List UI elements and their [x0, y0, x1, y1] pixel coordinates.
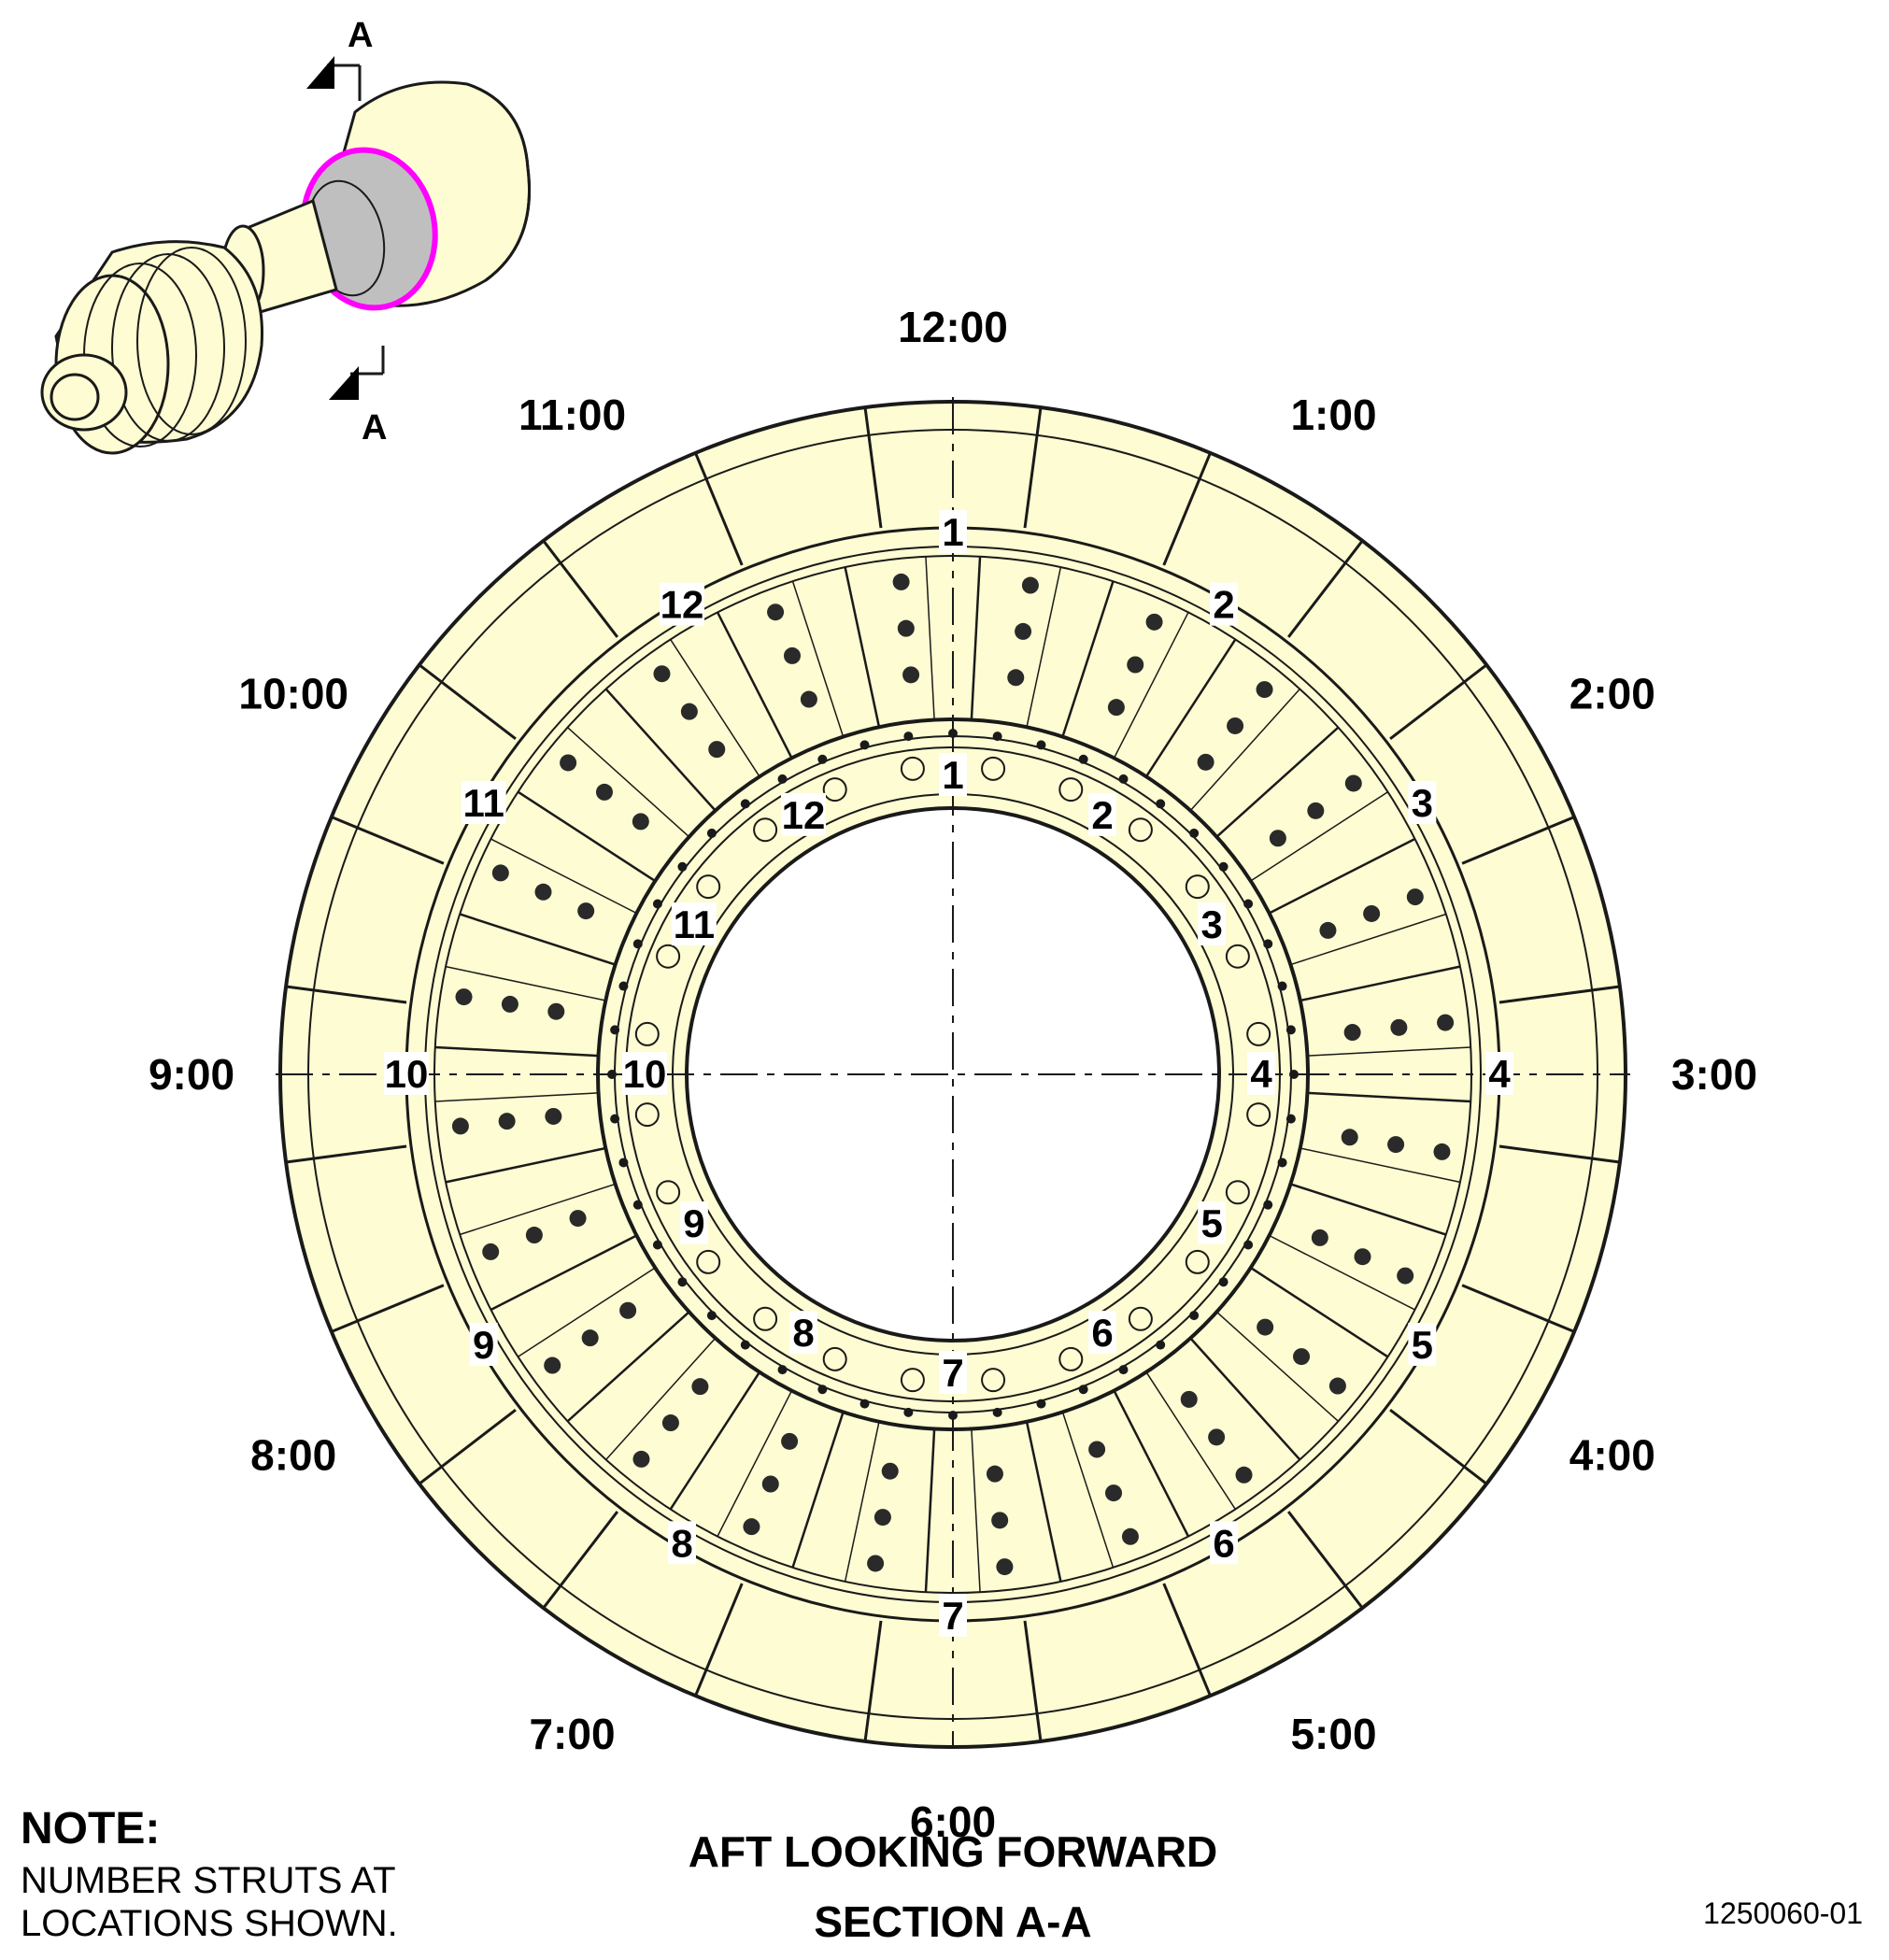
clock-label-600: 6:00 [910, 1797, 996, 1846]
clock-label-1000: 10:00 [238, 670, 348, 718]
inner-strut-number-6: 6 [1091, 1311, 1113, 1355]
inner-strut-number-5: 5 [1200, 1201, 1222, 1245]
clock-label-700: 7:00 [529, 1710, 615, 1758]
outer-strut-number-4: 4 [1488, 1052, 1511, 1096]
outer-strut-number-8: 8 [671, 1521, 692, 1565]
outer-strut-number-10: 10 [385, 1052, 429, 1096]
section-letter-top: A [348, 16, 373, 55]
engine-iso-view: A A [40, 16, 532, 455]
outer-strut-number-5: 5 [1412, 1323, 1433, 1367]
note-title: NOTE: [21, 1804, 161, 1853]
outer-strut-number-12: 12 [660, 583, 704, 627]
clock-label-100: 1:00 [1290, 391, 1376, 439]
inner-strut-number-9: 9 [683, 1201, 704, 1245]
frame-section-view [276, 397, 1630, 1749]
clock-label-200: 2:00 [1569, 670, 1655, 718]
outer-strut-number-1: 1 [942, 510, 963, 554]
view-caption: AFT LOOKING FORWARD [688, 1827, 1218, 1876]
inner-strut-number-2: 2 [1091, 793, 1113, 837]
figure-id: 1250060-01 [1703, 1896, 1863, 1930]
clock-label-1200: 12:00 [898, 303, 1008, 351]
clock-label-500: 5:00 [1290, 1710, 1376, 1758]
inner-strut-number-8: 8 [792, 1311, 814, 1355]
inner-strut-number-1: 1 [942, 753, 963, 797]
inner-strut-number-7: 7 [942, 1351, 963, 1395]
outer-strut-number-9: 9 [473, 1323, 494, 1367]
outer-strut-number-2: 2 [1213, 583, 1234, 627]
outer-strut-number-7: 7 [942, 1594, 963, 1638]
section-caption: SECTION A-A [814, 1897, 1092, 1946]
inner-strut-number-11: 11 [674, 902, 715, 946]
outer-strut-number-3: 3 [1412, 781, 1433, 825]
inner-strut-number-10: 10 [623, 1052, 667, 1096]
note-text: NUMBER STRUTS AT LOCATIONS SHOWN. [21, 1860, 398, 1944]
clock-label-300: 3:00 [1671, 1050, 1757, 1099]
outer-strut-number-6: 6 [1213, 1521, 1234, 1565]
hub-bore [685, 806, 1221, 1342]
inner-strut-number-3: 3 [1200, 902, 1222, 946]
section-letter-bottom: A [362, 408, 387, 447]
inner-strut-number-4: 4 [1250, 1052, 1272, 1096]
inner-strut-number-12: 12 [782, 793, 826, 837]
clock-label-1100: 11:00 [518, 391, 626, 439]
clock-label-800: 8:00 [250, 1431, 336, 1480]
outer-strut-number-11: 11 [463, 781, 504, 825]
clock-label-900: 9:00 [149, 1050, 234, 1099]
clock-label-400: 4:00 [1569, 1431, 1655, 1480]
